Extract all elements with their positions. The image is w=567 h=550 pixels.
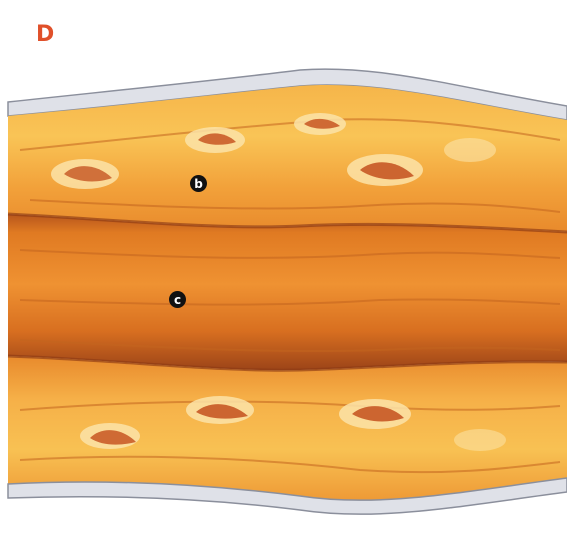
- inner-band: [8, 214, 567, 370]
- label-b-marker: b: [190, 175, 207, 192]
- label-c-marker: c: [169, 291, 186, 308]
